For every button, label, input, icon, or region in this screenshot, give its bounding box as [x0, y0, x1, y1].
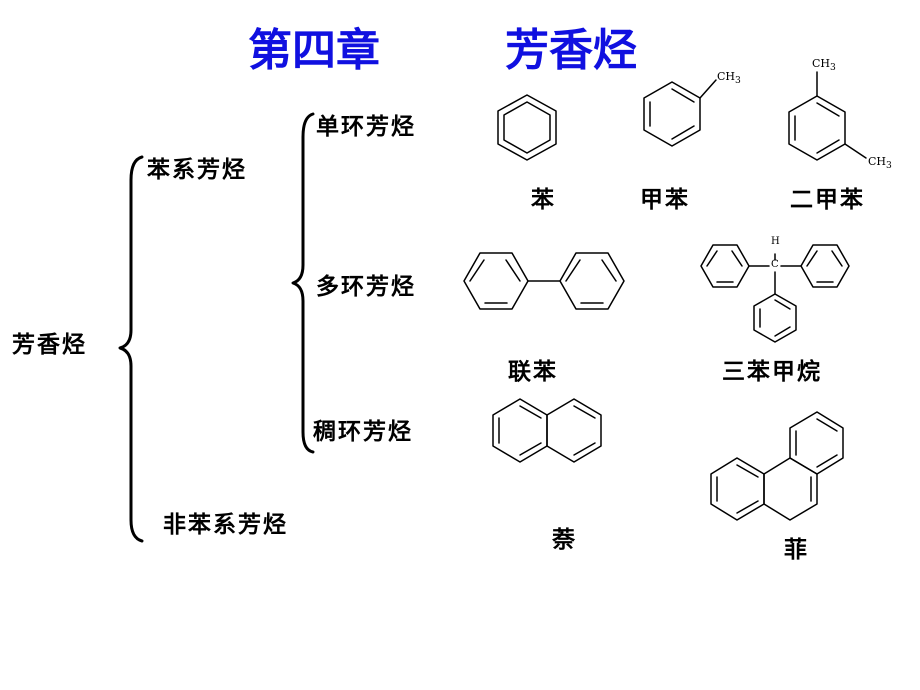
fused-ring-label: 稠环芳烃 [313, 418, 413, 445]
benzene-series-label: 苯系芳烃 [147, 156, 247, 183]
naphthalene-label: 萘 [552, 526, 577, 553]
single-ring-label: 单环芳烃 [316, 113, 416, 140]
biphenyl-label: 联苯 [508, 358, 558, 385]
non-benzene-label: 非苯系芳烃 [163, 511, 288, 538]
xylene-methyl-top: CH3 [812, 57, 836, 74]
chapter-title: 第四章 [248, 25, 380, 76]
triphenylmethane-hydrogen: H [771, 236, 780, 247]
triphenylmethane-carbon: C [771, 259, 779, 270]
triphenylmethane-label: 三苯甲烷 [722, 358, 822, 385]
root-label: 芳香烃 [12, 331, 87, 358]
benzene-label: 苯 [531, 186, 556, 213]
subject-title: 芳香烃 [505, 25, 637, 76]
xylene-methyl-bottom: CH3 [868, 155, 892, 172]
toluene-label: 甲苯 [640, 186, 690, 213]
phenanthrene-label: 菲 [784, 536, 809, 563]
xylene-label: 二甲苯 [790, 186, 865, 213]
toluene-methyl: CH3 [717, 70, 741, 87]
multi-ring-label: 多环芳烃 [316, 273, 416, 300]
